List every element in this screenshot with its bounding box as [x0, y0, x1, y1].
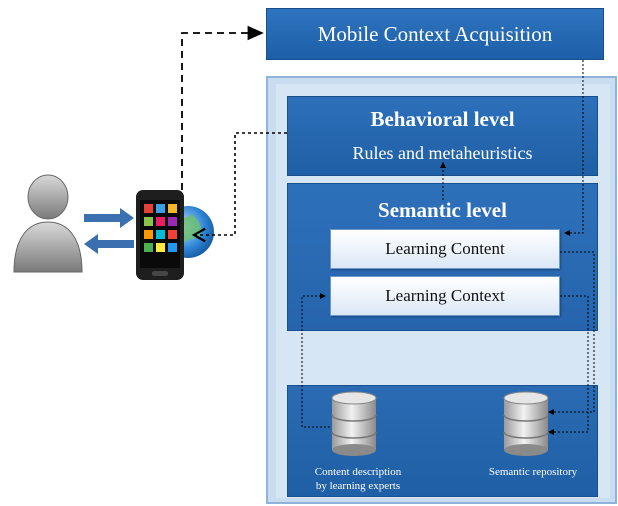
learning-context-label: Learning Context	[385, 286, 505, 305]
content-to-repository-connector	[548, 251, 595, 415]
learning-content-label: Learning Content	[385, 239, 505, 258]
behavioral-level-subtitle: Rules and metaheuristics	[352, 143, 533, 163]
database-to-context-connector	[301, 293, 330, 428]
context-to-repository-connector	[548, 295, 589, 435]
exchange-arrows	[84, 208, 134, 254]
behavioral-level-title: Behavioral level	[370, 107, 515, 131]
database-icon	[331, 391, 377, 456]
content-description-caption-line2: by learning experts	[315, 480, 401, 492]
learning-context-box: Learning Context	[330, 276, 560, 316]
phone-to-acquisition-connector	[181, 25, 264, 190]
semantic-repository-caption: Semantic repository	[488, 466, 578, 478]
mobile-context-acquisition-box: Mobile Context Acquisition	[266, 8, 604, 60]
database-icon	[503, 391, 549, 456]
content-description-caption: Content description by learning experts	[293, 465, 423, 493]
user-icon	[13, 174, 83, 273]
behavioral-to-phone-connector	[191, 132, 287, 243]
content-description-caption-line1: Content description	[314, 466, 402, 478]
semantic-level-title: Semantic level	[378, 198, 507, 222]
learning-content-box: Learning Content	[330, 229, 560, 269]
mobile-context-acquisition-label: Mobile Context Acquisition	[317, 21, 553, 46]
smartphone-icon	[136, 190, 184, 280]
acquisition-to-content-connector	[564, 60, 584, 236]
